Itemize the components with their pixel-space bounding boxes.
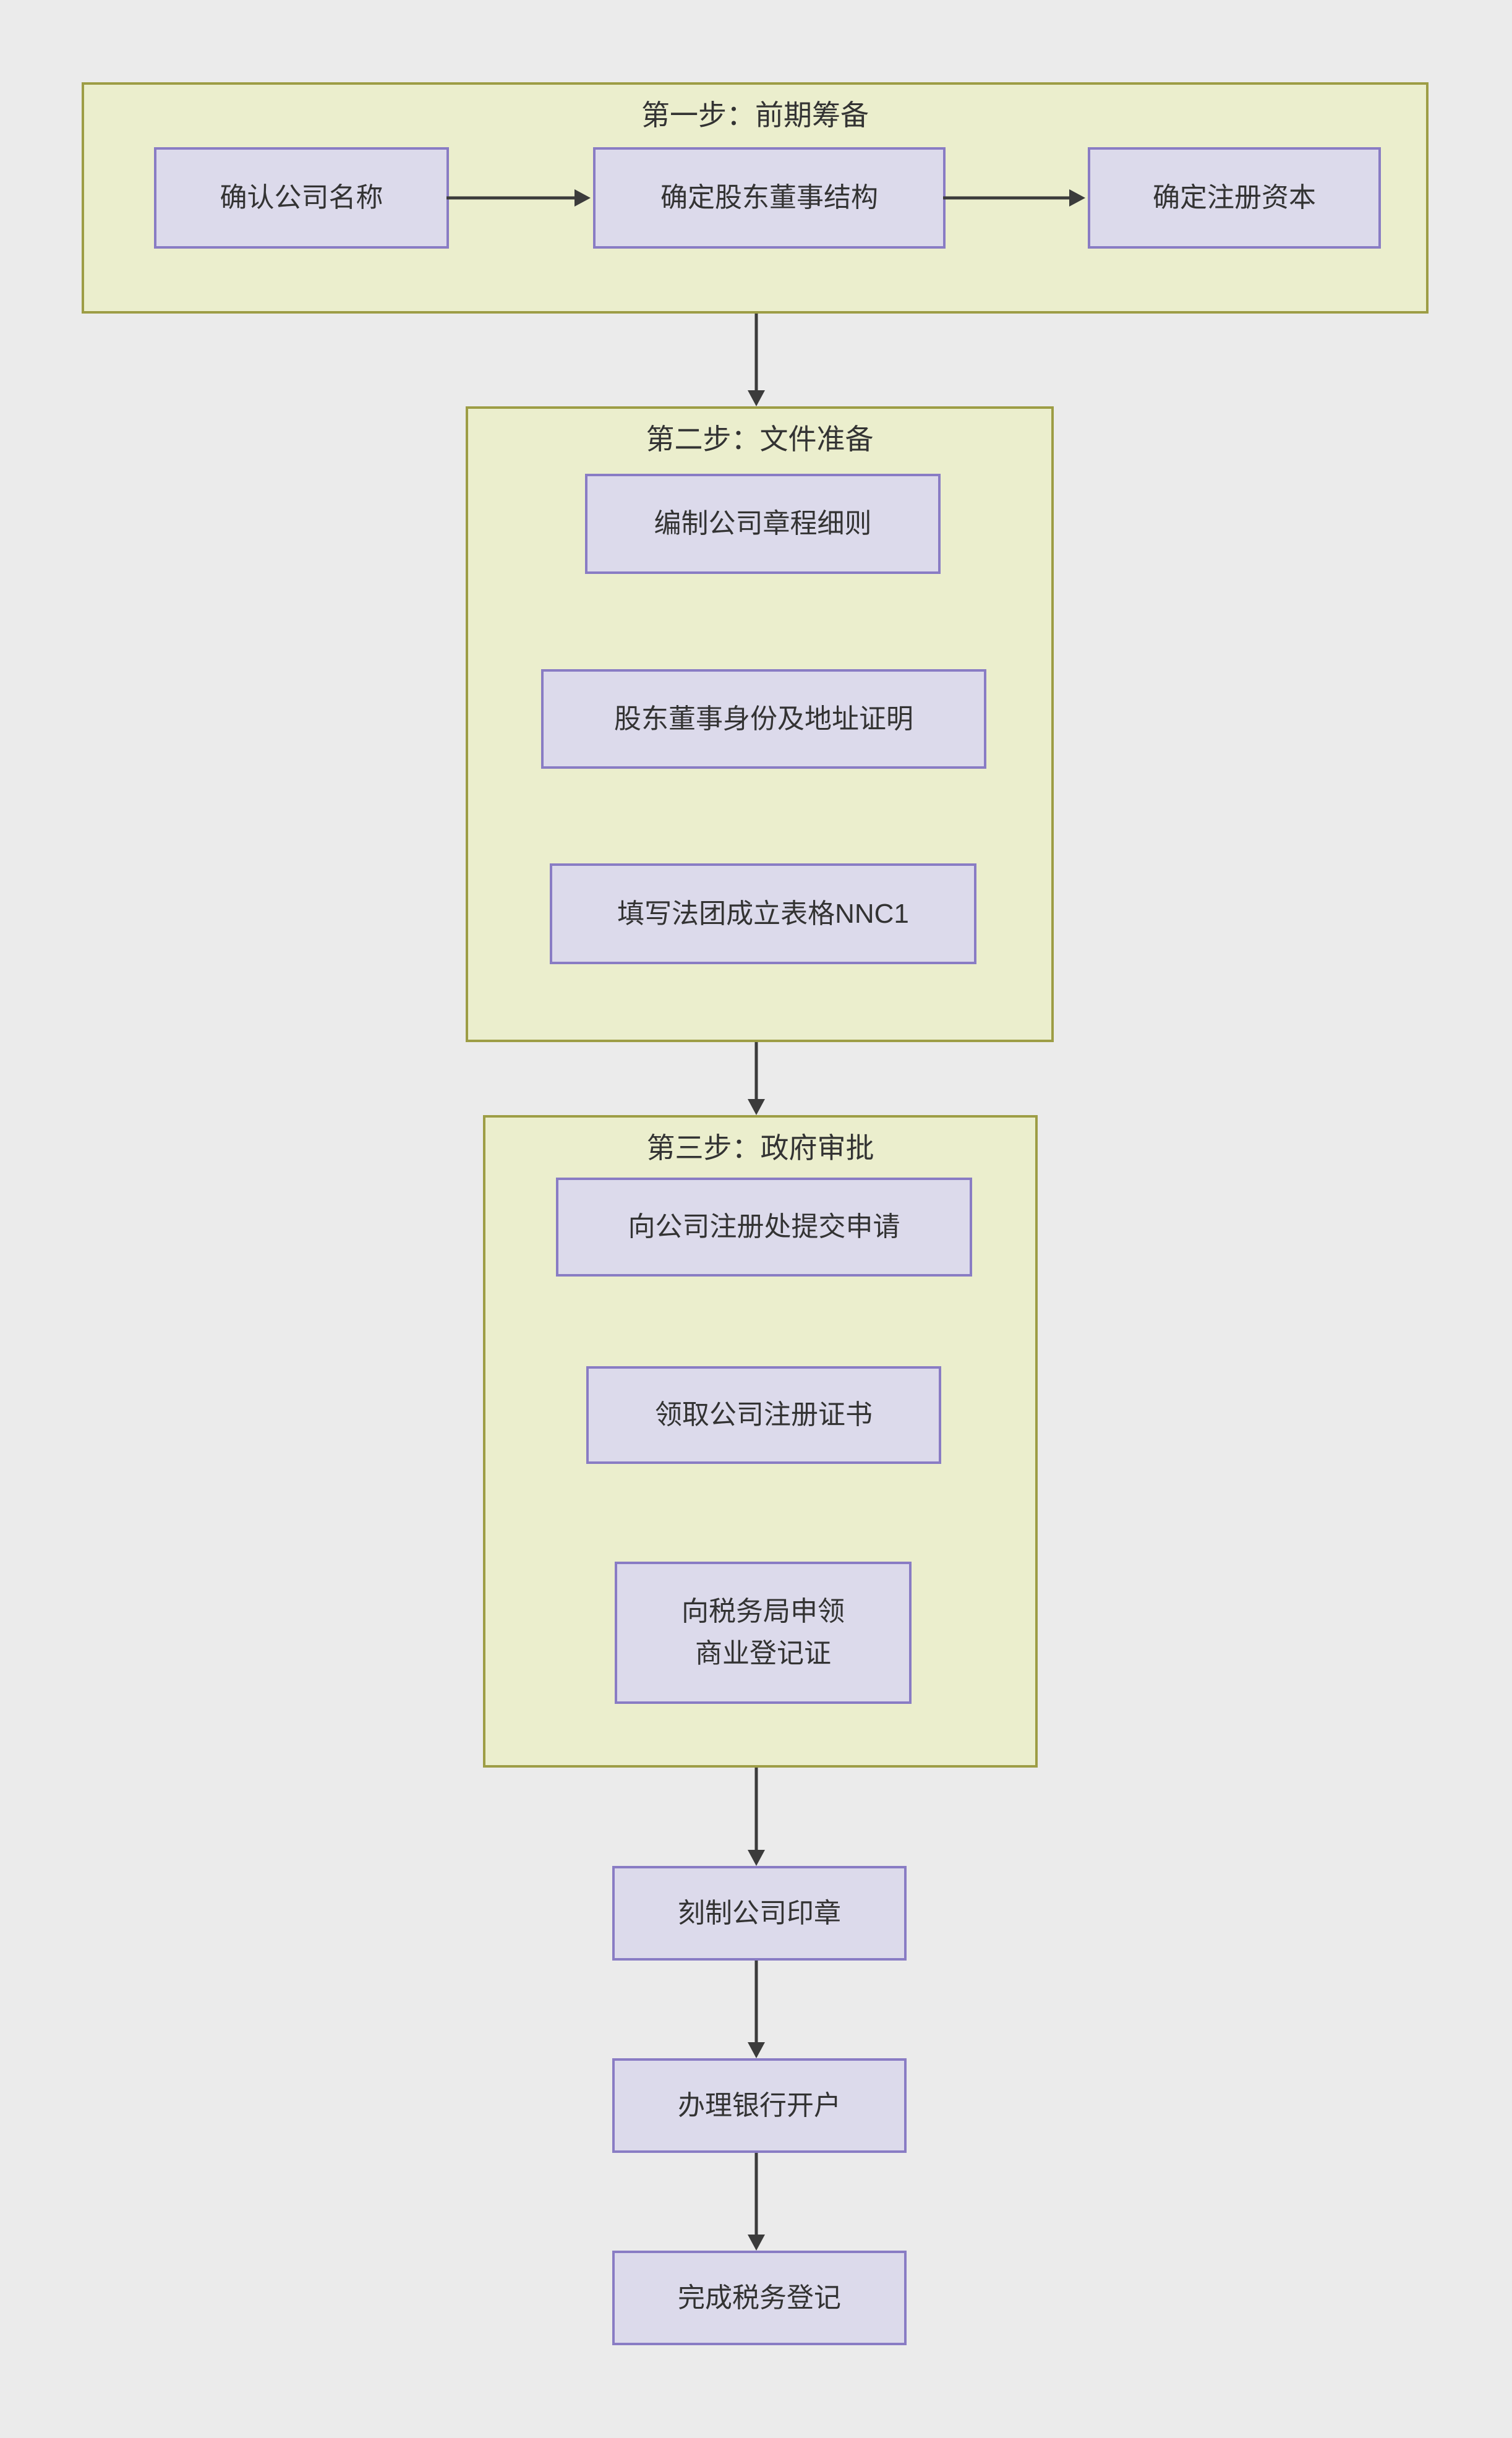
arrow-bank-to-tax	[748, 2153, 765, 2251]
node-identity-address-proof: 股东董事身份及地址证明	[541, 669, 986, 769]
node-bank-account-opening: 办理银行开户	[612, 2058, 907, 2153]
node-tax-registration: 完成税务登记	[612, 2251, 907, 2345]
arrow-structure-to-capital	[943, 189, 1085, 207]
node-shareholder-director-structure: 确定股东董事结构	[593, 147, 946, 249]
section-step3-title: 第三步：政府审批	[646, 1132, 874, 1164]
section-step1: 第一步：前期筹备 确认公司名称 确定股东董事结构 确定注册资本	[82, 82, 1429, 314]
node-nnc1-form: 填写法团成立表格NNC1	[550, 863, 976, 964]
section-step2-title: 第二步：文件准备	[646, 423, 874, 455]
node-business-registration-certificate: 向税务局申领 商业登记证	[615, 1562, 912, 1704]
node-confirm-company-name: 确认公司名称	[154, 147, 449, 249]
arrow-name-to-structure	[446, 189, 591, 207]
section-step1-title: 第一步：前期筹备	[641, 99, 869, 131]
node-submit-to-companies-registry: 向公司注册处提交申请	[556, 1178, 972, 1277]
section-step2: 第二步：文件准备 编制公司章程细则 股东董事身份及地址证明 填写法团成立表格NN…	[466, 406, 1054, 1042]
node-company-seal: 刻制公司印章	[612, 1866, 907, 1961]
node-draft-articles: 编制公司章程细则	[585, 474, 941, 574]
arrow-seal-to-bank	[748, 1961, 765, 2058]
section-step3: 第三步：政府审批 向公司注册处提交申请 领取公司注册证书 向税务局申领 商业登记…	[483, 1115, 1038, 1768]
arrow-step2-to-step3	[748, 1042, 765, 1115]
arrow-step1-to-step2	[748, 314, 765, 406]
node-registered-capital: 确定注册资本	[1088, 147, 1381, 249]
arrow-step3-to-seal	[748, 1768, 765, 1866]
node-collect-incorporation-certificate: 领取公司注册证书	[586, 1366, 941, 1464]
